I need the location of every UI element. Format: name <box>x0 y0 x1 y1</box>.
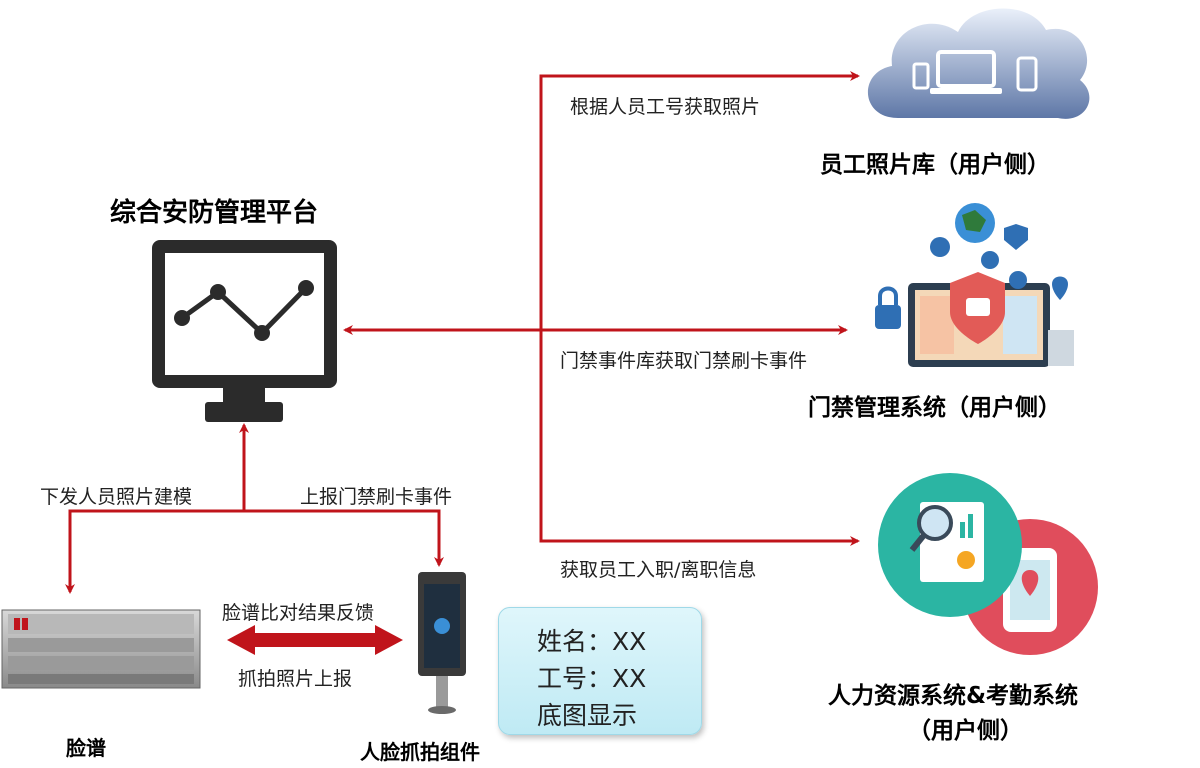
edge-label-get-hr-info: 获取员工入职/离职信息 <box>560 559 757 581</box>
double-arrow-icon <box>227 625 403 655</box>
arrow-to-face-capture <box>244 509 444 567</box>
edge-label-report-access-event: 上报门禁刷卡事件 <box>300 486 453 508</box>
arrow-to-hr-system <box>539 330 860 546</box>
photo-library-title: 员工照片库（用户侧） <box>820 152 1050 178</box>
hr-analytics-icon <box>878 473 1098 655</box>
hr-system-subtitle: （用户侧） <box>908 718 1023 744</box>
edge-label-capture-report: 抓拍照片上报 <box>238 668 353 690</box>
face-terminal-icon <box>418 572 466 714</box>
info-box: 姓名：XX 工号：XX 底图显示 <box>498 607 702 735</box>
info-base-photo: 底图显示 <box>537 701 638 730</box>
monitor-chart-icon <box>152 240 337 422</box>
server-rack-icon <box>1 609 201 689</box>
hr-system-title: 人力资源系统&考勤系统 <box>828 683 1079 709</box>
edge-label-issue-photo-modeling: 下发人员照片建模 <box>40 486 193 508</box>
security-dashboard-icon <box>875 203 1074 367</box>
face-capture-title: 人脸抓拍组件 <box>360 740 480 764</box>
face-library-title: 脸谱 <box>66 736 106 760</box>
cloud-devices-icon <box>867 8 1090 119</box>
arrow-to-face-library <box>65 509 244 594</box>
edge-label-get-access-events: 门禁事件库获取门禁刷卡事件 <box>560 350 808 372</box>
access-control-title: 门禁管理系统（用户侧） <box>808 395 1061 421</box>
connector-lines <box>65 71 860 594</box>
arrow-to-photo-library <box>539 71 860 330</box>
edge-label-match-feedback: 脸谱比对结果反馈 <box>222 602 375 624</box>
info-name: 姓名：XX <box>537 627 647 656</box>
info-employee-id: 工号：XX <box>537 664 647 693</box>
edge-label-get-photo: 根据人员工号获取照片 <box>570 96 761 118</box>
platform-title: 综合安防管理平台 <box>110 198 319 228</box>
